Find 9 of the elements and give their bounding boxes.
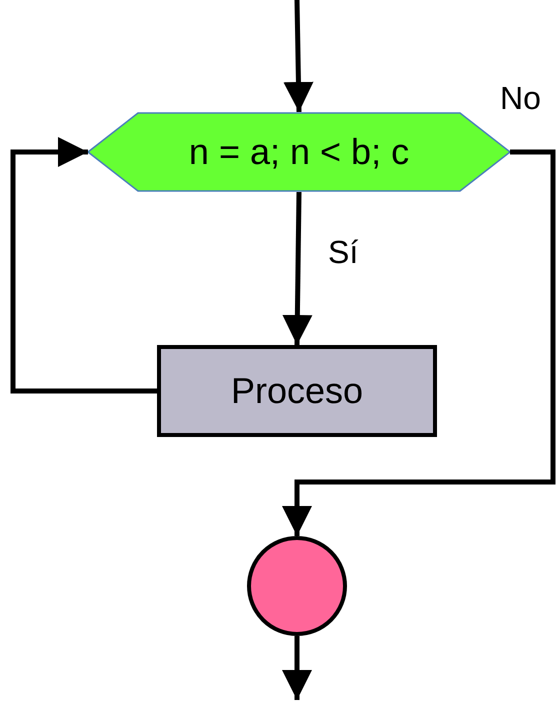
process-box	[157, 345, 437, 437]
node-text: Proceso	[230, 373, 364, 409]
decision-hexagon	[88, 112, 510, 192]
arrow	[282, 636, 312, 700]
arrow	[10, 137, 157, 394]
arrow	[282, 150, 556, 536]
arrow	[283, 0, 314, 112]
arrow	[282, 192, 312, 346]
node-text: n = a; n < b; c	[188, 134, 410, 170]
